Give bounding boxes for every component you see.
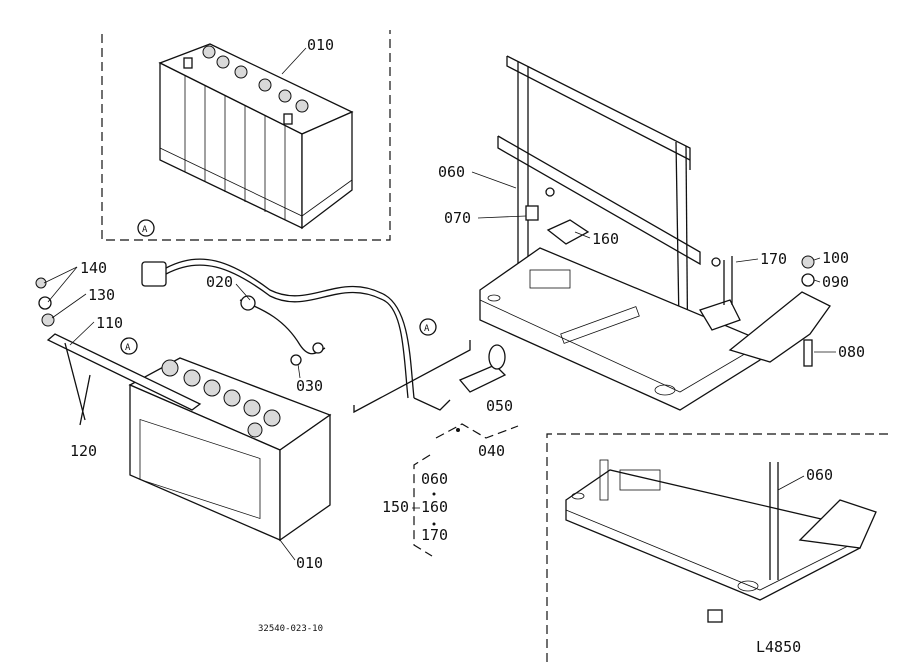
tray-inset-illustration (565, 459, 877, 623)
cable-positive (141, 258, 451, 411)
cable-ground (239, 295, 326, 355)
bracket-160 (546, 219, 590, 245)
circle-mark-a-cable: A (419, 318, 437, 336)
callout-140: 140 (80, 259, 107, 277)
bolt-030 (290, 354, 302, 366)
battery-inset-frame (101, 30, 391, 241)
svg-text:A: A (142, 225, 148, 235)
callout-060-inset: 060 (806, 466, 833, 484)
washer-090 (801, 273, 815, 287)
kit-prefix-150: 150 (382, 498, 409, 516)
callout-010-top: 010 (307, 36, 334, 54)
tray-inset-frame (546, 433, 888, 662)
callout-170: 170 (760, 250, 787, 268)
callout-070: 070 (444, 209, 471, 227)
callout-030: 030 (296, 377, 323, 395)
kit-150-group: 150 060 160 170 (382, 454, 448, 557)
callout-010-bottom: 010 (296, 554, 323, 572)
callout-120: 120 (70, 442, 97, 460)
circle-mark-a-inset: A (137, 219, 155, 237)
kit-item-160: 160 (421, 498, 448, 516)
side-bracket (728, 291, 831, 363)
callout-040: 040 (478, 442, 505, 460)
callout-060-top: 060 (438, 163, 465, 181)
callout-050: 050 (486, 397, 513, 415)
battery-inset-illustration (158, 43, 354, 230)
kit-item-170: 170 (421, 526, 448, 544)
figure-code: L4850 (756, 638, 801, 656)
stud-080 (803, 339, 813, 367)
nut-100 (801, 255, 815, 269)
callout-110: 110 (96, 314, 123, 332)
callout-080: 080 (838, 343, 865, 361)
callout-160: 160 (592, 230, 619, 248)
kit-item-060: 060 (421, 470, 448, 488)
callout-100: 100 (822, 249, 849, 267)
callout-020: 020 (206, 273, 233, 291)
battery-main (128, 357, 332, 542)
callout-090: 090 (822, 273, 849, 291)
battery-clamp-bar (46, 333, 202, 426)
bolt-070 (525, 187, 555, 221)
washer-stack (35, 277, 55, 327)
terminal-cover-050 (458, 344, 507, 393)
callout-130: 130 (88, 286, 115, 304)
bracket-170 (699, 256, 741, 331)
circle-mark-a-clamp: A (120, 337, 138, 355)
svg-text:A: A (424, 324, 430, 334)
battery-tray (479, 247, 761, 411)
drawing-number: 32540-023-10 (258, 624, 323, 634)
svg-text:A: A (125, 343, 131, 353)
